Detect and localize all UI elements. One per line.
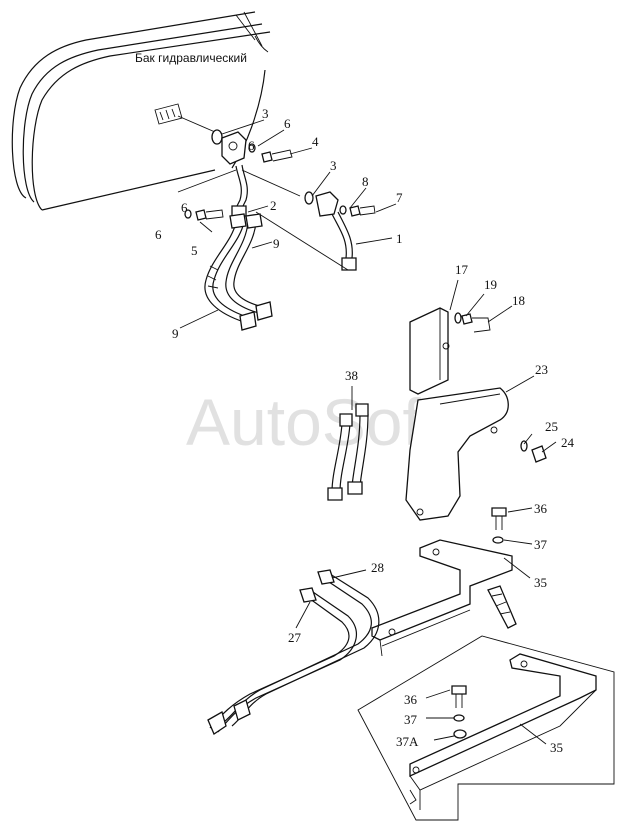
part-labels: 3 6 6 4 3 8 7 2 6 6 5 9 1 9 17 19 18 38 …	[155, 106, 575, 755]
tank-title: Бак гидравлический	[135, 51, 247, 65]
label-37: 37	[534, 537, 548, 552]
label-5: 5	[191, 243, 198, 258]
label-3: 3	[330, 158, 337, 173]
label-9: 9	[172, 326, 179, 341]
label-36: 36	[534, 501, 548, 516]
label-6: 6	[181, 200, 188, 215]
label-27: 27	[288, 630, 302, 645]
label-3: 3	[262, 106, 269, 121]
label-19: 19	[484, 277, 497, 292]
label-37A: 37A	[396, 734, 419, 749]
bracket-17	[409, 307, 491, 395]
label-6: 6	[248, 138, 255, 153]
label-17: 17	[455, 262, 469, 277]
watermark: AutoSoft	[186, 385, 439, 459]
label-8: 8	[362, 174, 369, 189]
label-35: 35	[534, 575, 547, 590]
label-4: 4	[312, 134, 319, 149]
label-37: 37	[404, 712, 418, 727]
upper-fittings	[177, 129, 293, 221]
label-24: 24	[561, 435, 575, 450]
label-18: 18	[512, 293, 525, 308]
label-6: 6	[284, 116, 291, 131]
label-35: 35	[550, 740, 563, 755]
label-2: 2	[270, 198, 277, 213]
label-23: 23	[535, 362, 548, 377]
label-25: 25	[545, 419, 558, 434]
hydraulic-tank	[11, 11, 271, 211]
label-28: 28	[371, 560, 384, 575]
cover-23	[405, 387, 547, 521]
label-6: 6	[155, 227, 162, 242]
label-36: 36	[404, 692, 418, 707]
label-38: 38	[345, 368, 358, 383]
pipe-1	[241, 169, 376, 271]
label-7: 7	[396, 190, 403, 205]
label-1: 1	[396, 231, 403, 246]
leader-lines	[179, 119, 557, 745]
bolt-36-upper	[491, 507, 507, 544]
frame-35-middle	[371, 539, 517, 657]
pipes-27-28	[207, 569, 380, 735]
hoses-9	[204, 213, 273, 331]
inset-panel	[357, 635, 615, 821]
hose-38	[327, 403, 369, 501]
label-9: 9	[273, 236, 280, 251]
